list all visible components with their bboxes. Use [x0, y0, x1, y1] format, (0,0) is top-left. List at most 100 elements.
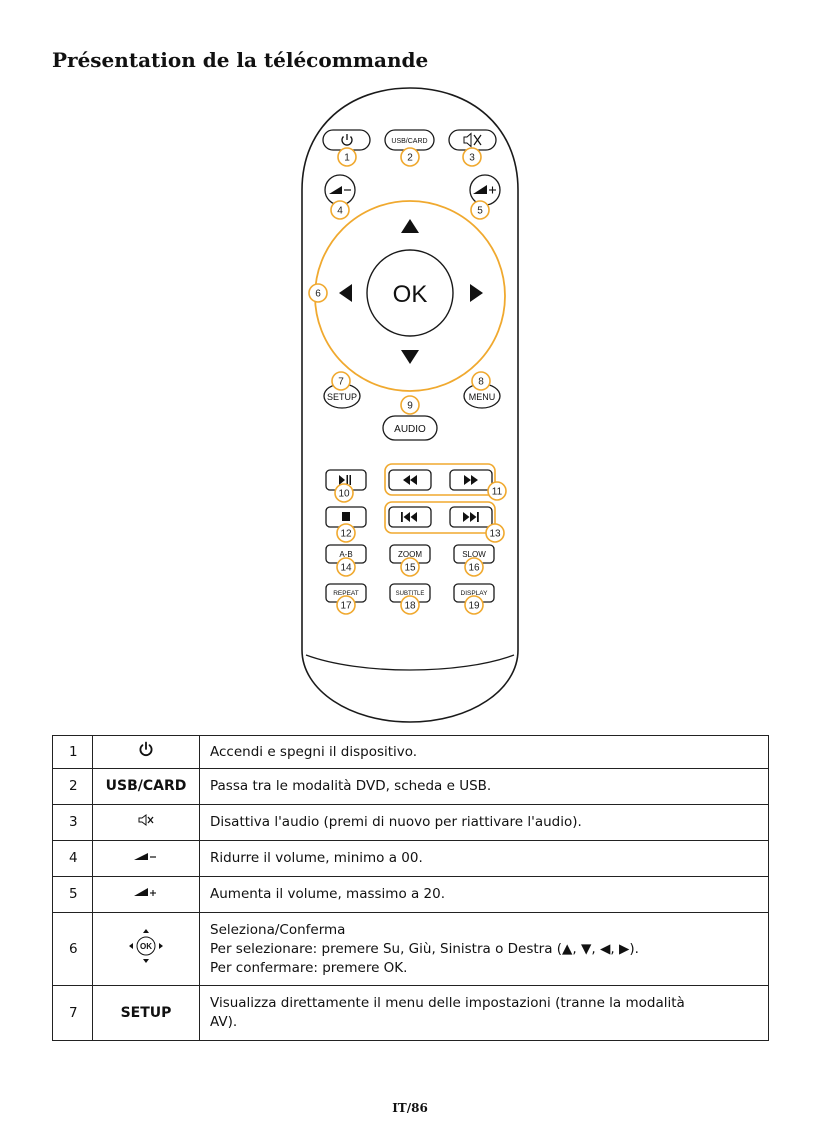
callout-number: 6 — [315, 289, 321, 300]
volume-up-icon — [133, 885, 159, 904]
description-line: Passa tra le modalità DVD, scheda e USB. — [210, 778, 492, 794]
callout-number: 12 — [340, 529, 352, 540]
fast-forward-button[interactable] — [449, 469, 493, 491]
audio-button[interactable]: AUDIO — [382, 415, 438, 441]
description-line: Ridurre il volume, minimo a 00. — [210, 850, 423, 866]
ok-button-label: OK — [393, 281, 428, 308]
callout-2: 2 — [400, 147, 420, 167]
mute-button[interactable] — [448, 129, 497, 151]
page-title: Présentation de la télécommande — [52, 48, 429, 72]
legend-row-number: 2 — [52, 768, 93, 805]
rewind-icon — [403, 475, 417, 485]
callout-1: 1 — [337, 147, 357, 167]
legend-row: 5 Aumenta il volume, massimo a 20. — [52, 876, 769, 913]
legend-row-description: Visualizza direttamente il menu delle im… — [199, 985, 769, 1041]
callout-number: 18 — [404, 601, 416, 612]
ok-button[interactable]: OK — [366, 249, 454, 337]
power-icon — [341, 134, 353, 146]
volume-down-button[interactable] — [324, 174, 356, 206]
description-line: Seleziona/Conferma — [210, 921, 346, 938]
play-pause-icon — [339, 475, 351, 485]
zoom-label: ZOOM — [398, 550, 422, 559]
callout-number: 3 — [469, 153, 475, 164]
legend-row-key — [92, 804, 200, 841]
legend-row-number: 3 — [52, 804, 93, 841]
subtitle-label: SUBTITLE — [396, 591, 425, 597]
legend-row-key — [92, 876, 200, 913]
description-line: Disattiva l'audio (premi di nuovo per ri… — [210, 814, 582, 830]
nav-up-button[interactable] — [401, 219, 419, 233]
callout-16: 16 — [464, 557, 484, 577]
nav-down-button[interactable] — [401, 350, 419, 364]
volume-up-button[interactable] — [469, 174, 501, 206]
callout-number: 13 — [489, 529, 501, 540]
callout-6: 6 — [308, 283, 328, 303]
power-button[interactable] — [322, 129, 371, 151]
legend-row-number: 5 — [52, 876, 93, 913]
legend-row: 3 Disattiva l'audio (premi di nuovo per r… — [52, 804, 769, 841]
callout-number: 15 — [404, 563, 416, 574]
callout-number: 9 — [407, 401, 413, 412]
callout-4: 4 — [330, 200, 350, 220]
slow-label: SLOW — [462, 550, 486, 559]
legend-row-key — [92, 840, 200, 877]
previous-button[interactable] — [388, 506, 432, 528]
description-line: Per selezionare: premere Su, Giù, Sinist… — [210, 940, 639, 957]
volume-up-icon — [473, 185, 496, 194]
ab-label: A-B — [339, 550, 352, 559]
callout-13: 13 — [485, 523, 505, 543]
callout-15: 15 — [400, 557, 420, 577]
callout-10: 10 — [334, 483, 354, 503]
next-button[interactable] — [449, 506, 493, 528]
audio-label: AUDIO — [394, 424, 426, 435]
legend-row-number: 1 — [52, 735, 93, 769]
callout-number: 1 — [344, 153, 350, 164]
description-line: AV). — [210, 1014, 238, 1030]
play-pause-button[interactable] — [325, 469, 367, 491]
display-label: DISPLAY — [461, 590, 489, 597]
mute-icon — [463, 132, 482, 148]
page-footer: IT/86 — [392, 1101, 428, 1115]
remote-bottom-line — [305, 654, 515, 671]
usb-card-button[interactable]: USB/CARD — [384, 129, 435, 151]
legend-row-key: SETUP — [92, 985, 200, 1041]
callout-18: 18 — [400, 595, 420, 615]
callout-19: 19 — [464, 595, 484, 615]
nav-left-button[interactable] — [339, 284, 352, 302]
legend-row: 1 Accendi e spegni il dispositivo. — [52, 735, 769, 769]
legend-row-number: 6 — [52, 912, 93, 986]
callout-number: 17 — [340, 601, 352, 612]
legend-row-key: USB/CARD — [92, 768, 200, 805]
rewind-button[interactable] — [388, 469, 432, 491]
subtitle-button[interactable]: SUBTITLE — [389, 583, 431, 603]
volume-down-icon — [133, 849, 159, 868]
callout-7: 7 — [331, 371, 351, 391]
volume-down-icon — [329, 186, 351, 194]
skip-previous-icon — [401, 512, 417, 522]
nav-right-button[interactable] — [470, 284, 483, 302]
menu-label: MENU — [469, 392, 496, 402]
usb-card-label: USB/CARD — [391, 138, 427, 145]
callout-number: 10 — [338, 489, 350, 500]
callout-3: 3 — [462, 147, 482, 167]
description-line: Aumenta il volume, massimo a 20. — [210, 886, 446, 902]
skip-next-icon — [463, 512, 479, 522]
callout-number: 7 — [338, 377, 344, 388]
callout-12: 12 — [336, 523, 356, 543]
callout-number: 11 — [492, 487, 503, 498]
legend-row-description: Ridurre il volume, minimo a 00. — [199, 840, 769, 877]
fast-forward-icon — [464, 475, 478, 485]
legend-row-description: Aumenta il volume, massimo a 20. — [199, 876, 769, 913]
callout-number: 8 — [478, 377, 484, 388]
power-icon — [138, 741, 154, 763]
callout-number: 5 — [477, 206, 483, 217]
legend-row-key — [92, 735, 200, 769]
stop-icon — [342, 512, 350, 521]
legend-row-number: 7 — [52, 985, 93, 1041]
description-line: Accendi e spegni il dispositivo. — [210, 743, 418, 760]
